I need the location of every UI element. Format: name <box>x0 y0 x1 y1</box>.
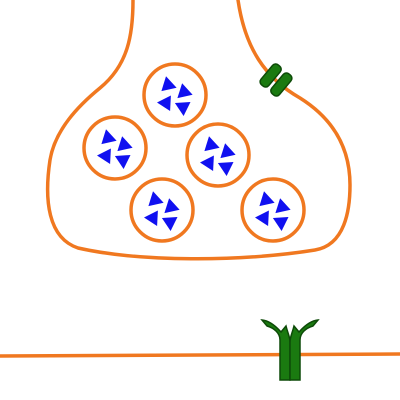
neurotransmitter-icon <box>275 198 291 214</box>
neurotransmitter-icon <box>101 129 117 145</box>
vesicle-group <box>82 62 306 243</box>
neurotransmitter-icon <box>204 136 220 152</box>
neurotransmitter-icon <box>174 102 191 116</box>
presynaptic-terminal-outline <box>45 0 352 261</box>
postsynaptic-membrane <box>0 352 400 358</box>
neurotransmitter-icon <box>177 83 193 99</box>
postsynaptic-receptor-subunit-left <box>260 319 291 381</box>
neurotransmitter-icon <box>255 210 269 226</box>
neurotransmitter-icon <box>259 191 275 207</box>
postsynaptic-receptor <box>260 319 320 381</box>
synaptic-vesicle <box>185 122 251 188</box>
vesicle-membrane <box>142 62 208 128</box>
neurotransmitter-icon <box>200 155 214 171</box>
neurotransmitter-icon <box>220 143 236 159</box>
neurotransmitter-icon <box>161 217 178 231</box>
postsynaptic-receptor-subunit-right <box>289 319 320 381</box>
neurotransmitter-icon <box>144 210 158 226</box>
neurotransmitter-icon <box>164 198 180 214</box>
synaptic-vesicle <box>82 115 148 181</box>
synaptic-vesicle <box>240 177 306 243</box>
vesicle-membrane <box>82 115 148 181</box>
neurotransmitter-icon <box>217 162 234 176</box>
neurotransmitter-icon <box>157 95 171 111</box>
neurotransmitter-icon <box>117 136 133 152</box>
vesicle-membrane <box>185 122 251 188</box>
neurotransmitter-icon <box>272 217 289 231</box>
presynaptic-receptor-subunit-right <box>270 72 293 97</box>
neurotransmitter-icon <box>114 155 131 169</box>
neurotransmitter-icon <box>148 191 164 207</box>
synaptic-vesicle <box>142 62 208 128</box>
vesicle-membrane <box>240 177 306 243</box>
presynaptic-receptor <box>259 63 293 97</box>
synaptic-vesicle <box>129 177 195 243</box>
neurotransmitter-icon <box>161 76 177 92</box>
neurotransmitter-icon <box>97 148 111 164</box>
vesicle-membrane <box>129 177 195 243</box>
presynaptic-receptor-subunit-left <box>259 63 282 88</box>
